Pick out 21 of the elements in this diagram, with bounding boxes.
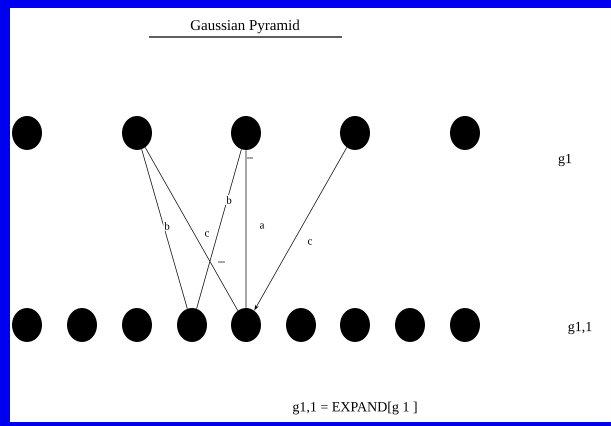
dot <box>231 116 261 150</box>
row-label: g1 <box>558 154 572 166</box>
line <box>141 149 188 309</box>
row-label: g1,1 = EXPAND[g 1 ] <box>293 402 417 414</box>
dot <box>450 308 480 342</box>
line <box>144 147 238 311</box>
dot <box>395 308 425 342</box>
dot <box>177 308 207 342</box>
title: Gaussian Pyramid <box>190 20 300 34</box>
dot <box>122 116 152 150</box>
dot <box>12 116 42 150</box>
dot <box>340 308 370 342</box>
dot <box>12 308 42 342</box>
row-label: g1,1 <box>568 322 592 334</box>
dot <box>340 116 370 150</box>
dot <box>286 308 316 342</box>
dot <box>122 308 152 342</box>
dot <box>450 116 480 150</box>
line <box>196 149 242 309</box>
dot <box>67 308 97 342</box>
dot <box>231 308 261 342</box>
